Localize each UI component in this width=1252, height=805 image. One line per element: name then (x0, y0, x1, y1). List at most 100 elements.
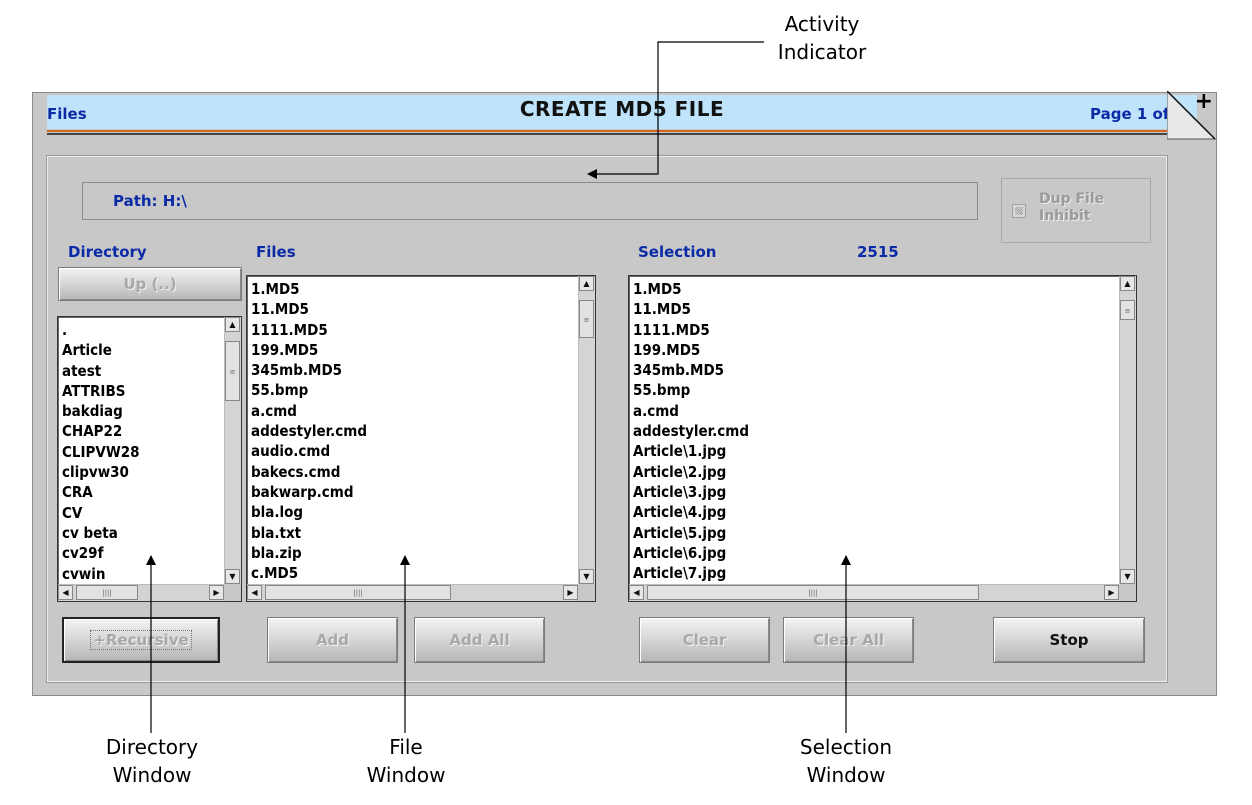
selection-hscroll-thumb[interactable]: |||| (647, 585, 979, 600)
list-item[interactable]: Article\3.jpg (633, 482, 727, 501)
list-item[interactable]: 55.bmp (251, 381, 309, 400)
directory-hscroll-thumb[interactable]: |||| (76, 585, 138, 600)
files-heading: Files (256, 243, 296, 261)
scroll-corner (1119, 584, 1136, 601)
list-item[interactable]: addestyler.cmd (251, 422, 368, 441)
list-item[interactable]: CRA (62, 483, 93, 502)
scroll-right-icon[interactable]: ▶ (1104, 585, 1119, 600)
list-item[interactable]: cvwin (62, 564, 106, 583)
directory-vscroll-thumb[interactable]: ≡ (225, 341, 240, 401)
scroll-left-icon[interactable]: ◀ (247, 585, 262, 600)
list-item[interactable]: Article\1.jpg (633, 442, 727, 461)
list-item[interactable]: 1.MD5 (633, 280, 682, 298)
scroll-left-icon[interactable]: ◀ (58, 585, 73, 600)
list-item[interactable]: 1111.MD5 (633, 320, 710, 339)
clear-all-button[interactable]: Clear All (783, 617, 914, 663)
list-item[interactable]: cv29f (62, 544, 104, 563)
recursive-button[interactable]: +Recursive (62, 617, 220, 663)
scroll-up-icon[interactable]: ▲ (1120, 276, 1135, 291)
dup-file-inhibit-group[interactable]: Dup File Inhibit (1001, 178, 1151, 243)
list-item[interactable]: CV (62, 503, 83, 522)
list-item[interactable]: Article (62, 341, 112, 360)
title-bar: Files CREATE MD5 FILE Page 1 of 2 (47, 95, 1197, 129)
dup-file-inhibit-checkbox[interactable] (1012, 204, 1026, 218)
selection-count: 2515 (857, 243, 899, 261)
list-item[interactable]: Article\6.jpg (633, 543, 727, 562)
corner-fold-icon (1166, 89, 1217, 140)
stop-button[interactable]: Stop (993, 617, 1145, 663)
plus-icon: + (1194, 89, 1213, 114)
list-item[interactable]: Article\2.jpg (633, 462, 727, 481)
list-item[interactable]: 345mb.MD5 (633, 361, 725, 380)
selection-vscroll[interactable]: ▲ ≡ ▼ (1119, 276, 1136, 584)
create-md5-window: Files CREATE MD5 FILE Page 1 of 2 + Path… (32, 89, 1217, 696)
list-item[interactable]: 1111.MD5 (251, 320, 328, 339)
list-item[interactable]: Article\4.jpg (633, 503, 727, 522)
scroll-up-icon[interactable]: ▲ (225, 317, 240, 332)
scroll-down-icon[interactable]: ▼ (579, 569, 594, 584)
add-button[interactable]: Add (267, 617, 398, 663)
scroll-corner (578, 584, 595, 601)
add-all-button[interactable]: Add All (414, 617, 545, 663)
list-item[interactable]: Article\7.jpg (633, 564, 727, 583)
list-item[interactable]: CLIPVW28 (62, 442, 140, 461)
scroll-corner (224, 584, 241, 601)
list-item[interactable]: bla.log (251, 503, 304, 522)
list-item[interactable]: bakdiag (62, 402, 123, 421)
clear-button[interactable]: Clear (639, 617, 770, 663)
scroll-down-icon[interactable]: ▼ (1120, 569, 1135, 584)
list-item[interactable]: . (62, 321, 68, 339)
list-item[interactable]: atest (62, 361, 102, 380)
list-item[interactable]: bakecs.cmd (251, 462, 341, 481)
list-item[interactable]: addestyler.cmd (633, 422, 750, 441)
directory-heading: Directory (68, 243, 147, 261)
list-item[interactable]: bla.txt (251, 523, 302, 542)
list-item[interactable]: 345mb.MD5 (251, 361, 343, 380)
list-item[interactable]: cv beta (62, 523, 118, 542)
files-vscroll[interactable]: ▲ ≡ ▼ (578, 276, 595, 584)
scroll-left-icon[interactable]: ◀ (629, 585, 644, 600)
list-item[interactable]: CHAP22 (62, 422, 123, 441)
path-label: Path: H:\ (113, 192, 187, 210)
list-item[interactable]: c.MD5 (251, 564, 299, 583)
list-item[interactable]: 55.bmp (633, 381, 691, 400)
path-field: Path: H:\ (82, 182, 978, 220)
up-directory-button[interactable]: Up (..) (58, 267, 242, 301)
list-item[interactable]: bakwarp.cmd (251, 482, 354, 501)
list-item[interactable]: Article\5.jpg (633, 523, 727, 542)
title-rule-dark (47, 133, 1197, 135)
list-item[interactable]: audio.cmd (251, 442, 331, 461)
title-rule (47, 130, 1197, 132)
scroll-right-icon[interactable]: ▶ (563, 585, 578, 600)
files-vscroll-thumb[interactable]: ≡ (579, 300, 594, 338)
list-item[interactable]: 199.MD5 (251, 340, 319, 359)
list-item[interactable]: 1.MD5 (251, 280, 300, 298)
list-item[interactable]: 11.MD5 (251, 300, 309, 319)
scroll-up-icon[interactable]: ▲ (579, 276, 594, 291)
selection-vscroll-thumb[interactable]: ≡ (1120, 300, 1135, 320)
scroll-right-icon[interactable]: ▶ (209, 585, 224, 600)
list-item[interactable]: 199.MD5 (633, 340, 701, 359)
callout-file-window: File Window (366, 735, 446, 787)
list-item[interactable]: a.cmd (633, 401, 679, 420)
files-hscroll[interactable]: ◀ |||| ▶ (247, 584, 595, 601)
plus-corner-icon[interactable]: + (1166, 89, 1217, 141)
scroll-down-icon[interactable]: ▼ (225, 569, 240, 584)
list-item[interactable]: clipvw30 (62, 463, 129, 482)
callout-activity-indicator: Activity Indicator (777, 12, 867, 64)
callout-directory-window: Directory Window (105, 735, 199, 787)
files-hscroll-thumb[interactable]: |||| (265, 585, 451, 600)
list-item[interactable]: a.cmd (251, 401, 297, 420)
list-item[interactable]: bla.zip (251, 543, 302, 562)
selection-hscroll[interactable]: ◀ |||| ▶ (629, 584, 1136, 601)
list-item[interactable]: 11.MD5 (633, 300, 691, 319)
directory-hscroll[interactable]: ◀ |||| ▶ (58, 584, 241, 601)
list-item[interactable]: ATTRIBS (62, 381, 126, 400)
directory-vscroll[interactable]: ▲ ≡ ▼ (224, 317, 241, 584)
